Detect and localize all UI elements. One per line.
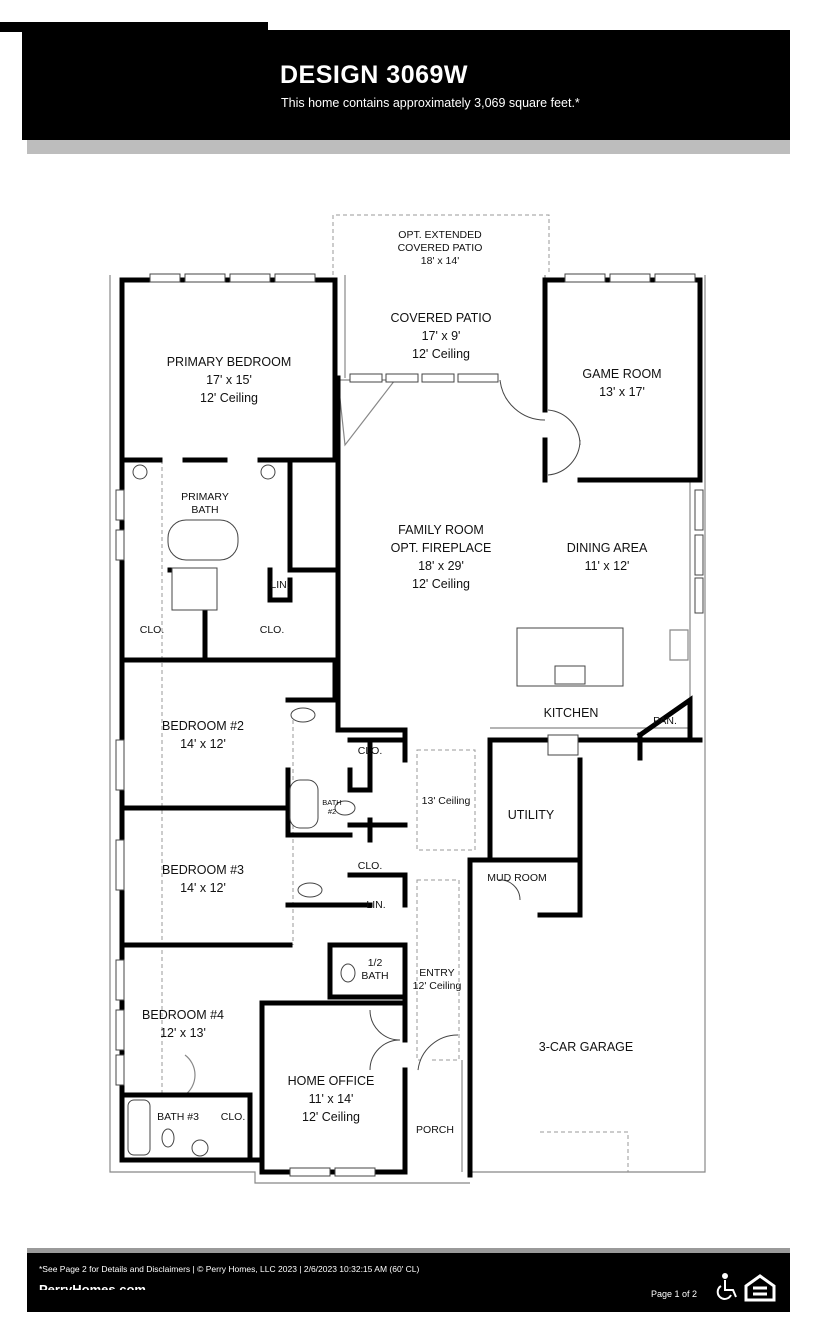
room-option: OPT. FIREPLACE	[390, 541, 492, 555]
room-linen-1: LIN.	[270, 579, 290, 591]
footer-icons	[713, 1273, 793, 1312]
room-mud-room: MUD ROOM	[487, 872, 547, 884]
room-name: PRIMARY	[181, 491, 229, 503]
room-size: 14' x 12'	[180, 881, 226, 895]
footer-disclaimer: *See Page 2 for Details and Disclaimers …	[39, 1264, 420, 1274]
footer-divider	[27, 1248, 790, 1253]
room-bedroom-4: BEDROOM #4 12' x 13'	[142, 1006, 224, 1042]
room-name: FAMILY ROOM	[398, 523, 484, 537]
room-name-2: #2	[327, 807, 337, 816]
room-closet-3: CLO.	[357, 745, 383, 757]
room-name: BEDROOM #4	[142, 1008, 224, 1022]
room-name: COVERED PATIO	[390, 311, 492, 325]
accessibility-icon	[716, 1273, 737, 1300]
room-name: OPT. EXTENDED	[398, 229, 482, 241]
room-size: 14' x 12'	[180, 737, 226, 751]
header-banner	[22, 30, 790, 140]
footer: *See Page 2 for Details and Disclaimers …	[27, 1253, 790, 1312]
room-bedroom-3: BEDROOM #3 14' x 12'	[162, 861, 244, 897]
room-name: DINING AREA	[566, 541, 648, 555]
room-family-room: FAMILY ROOM OPT. FIREPLACE 18' x 29' 12'…	[391, 521, 492, 593]
room-utility: UTILITY	[507, 808, 555, 822]
room-size: 17' x 15'	[206, 373, 252, 387]
room-bath-3: BATH #3	[157, 1111, 199, 1123]
room-covered-patio: COVERED PATIO 17' x 9' 12' Ceiling	[391, 309, 492, 363]
room-name: BEDROOM #2	[162, 719, 244, 733]
room-closet-1: CLO.	[139, 624, 165, 636]
room-size: 11' x 14'	[308, 1092, 354, 1106]
equal-housing-icon	[744, 1274, 776, 1302]
room-opt-extended-patio: OPT. EXTENDED COVERED PATIO 18' x 14'	[398, 229, 483, 268]
hall-ceiling: 13' Ceiling	[421, 795, 471, 807]
room-bath-2: BATH #2	[322, 798, 341, 816]
room-garage: 3-CAR GARAGE	[538, 1040, 634, 1054]
design-title: DESIGN 3069W	[280, 61, 469, 89]
room-linen-2: LIN.	[366, 899, 386, 911]
room-primary-bath: PRIMARY BATH	[181, 491, 229, 517]
square-footage: This home contains approximately 3,069 s…	[281, 96, 580, 110]
room-game-room: GAME ROOM 13' x 17'	[582, 365, 661, 401]
room-primary-bedroom: PRIMARY BEDROOM 17' x 15' 12' Ceiling	[167, 353, 292, 407]
room-home-office: HOME OFFICE 11' x 14' 12' Ceiling	[288, 1072, 375, 1126]
room-ceiling: 12' Ceiling	[412, 577, 470, 591]
header-tab	[0, 22, 268, 32]
room-closet-2: CLO.	[259, 624, 285, 636]
room-name: HOME OFFICE	[287, 1074, 375, 1088]
room-porch: PORCH	[416, 1124, 454, 1136]
room-ceiling: 12' Ceiling	[200, 391, 258, 405]
room-pantry: PAN.	[653, 715, 677, 727]
room-ceiling: 12' Ceiling	[412, 980, 462, 992]
room-size: 12' x 13'	[160, 1026, 206, 1040]
room-name-2: COVERED PATIO	[397, 242, 483, 254]
room-kitchen: KITCHEN	[543, 706, 599, 720]
header-shadow	[27, 140, 790, 154]
room-dining-area: DINING AREA 11' x 12'	[567, 539, 648, 575]
footer-website[interactable]: PerryHomes.com	[39, 1282, 146, 1290]
page-number: Page 1 of 2	[651, 1289, 698, 1299]
room-size: 18' x 14'	[420, 255, 460, 267]
room-name: BEDROOM #3	[162, 863, 244, 877]
room-entry: ENTRY 12' Ceiling	[413, 967, 462, 993]
room-name: BATH	[322, 798, 342, 807]
room-name: PRIMARY BEDROOM	[166, 355, 292, 369]
room-name-2: BATH	[361, 970, 389, 982]
room-size: 11' x 12'	[584, 559, 630, 573]
room-bedroom-2: BEDROOM #2 14' x 12'	[162, 717, 244, 753]
room-closet-5: CLO.	[220, 1111, 246, 1123]
room-half-bath: 1/2 BATH	[361, 957, 388, 983]
room-name-2: BATH	[191, 504, 219, 516]
room-name: ENTRY	[419, 967, 455, 979]
room-ceiling: 12' Ceiling	[302, 1110, 360, 1124]
room-name: GAME ROOM	[582, 367, 662, 381]
room-closet-4: CLO.	[357, 860, 383, 872]
room-size: 13' x 17'	[599, 385, 645, 399]
room-ceiling: 12' Ceiling	[412, 347, 470, 361]
room-size: 18' x 29'	[418, 559, 464, 573]
room-name: 1/2	[367, 957, 383, 969]
room-size: 17' x 9'	[421, 329, 461, 343]
